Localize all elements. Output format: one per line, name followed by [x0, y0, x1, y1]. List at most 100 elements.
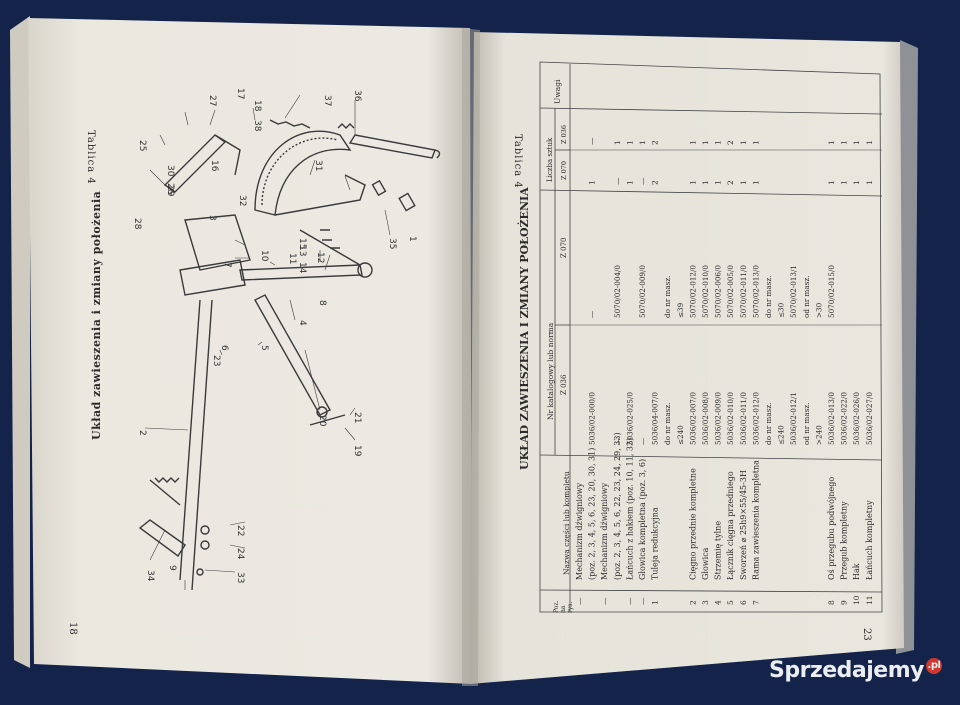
bolts	[320, 229, 340, 249]
callout-11: 11	[287, 253, 297, 264]
row-0-pos: —	[575, 597, 584, 605]
left-page-number: 18	[67, 622, 78, 635]
row-4-qty-z036: 1	[625, 140, 634, 145]
row-9-name: Cięgno przednie kompletne	[688, 468, 697, 580]
table-frame	[539, 61, 883, 613]
callout-8: 8	[317, 300, 327, 306]
header-name: Nazwa części lub kompletu	[562, 471, 571, 575]
small-pin	[309, 414, 346, 426]
header-catalog: Nr katalogowy lub norma	[546, 322, 555, 420]
row-14-qty-z036: 1	[751, 140, 760, 145]
row-15-catalog-z036: do nr masz.	[764, 403, 773, 445]
row-21-name: Przegub kompletny	[840, 501, 849, 580]
row-1-qty-z036: —	[588, 137, 597, 145]
row-12-pos: 5	[726, 600, 735, 605]
callout-29: 29	[165, 185, 175, 197]
vertical-rod-right	[191, 299, 213, 591]
vertical-rod-left	[179, 299, 201, 581]
callout-31: 31	[313, 160, 323, 171]
callout-34: 34	[145, 570, 155, 582]
row-22-qty-z070: 1	[852, 180, 861, 185]
pin-1	[398, 192, 416, 212]
row-7-catalog-z036: do nr masz.	[663, 403, 672, 445]
top-link	[163, 134, 227, 193]
row-20-qty-z036: 1	[827, 140, 836, 145]
callout-17: 17	[235, 88, 245, 99]
row-13-name: Sworzeń ⌀ 25h9×55/45-3H	[739, 470, 748, 580]
callout-33: 33	[235, 572, 245, 583]
row-12-qty-z036: 2	[726, 140, 735, 145]
row-12-name: Łącznik cięgna przedniego	[726, 471, 735, 580]
row-6-name: Tuleja redukcyjna	[651, 507, 660, 580]
arm-pivot	[316, 406, 328, 418]
left-table-ref: Tablica 4	[85, 130, 96, 185]
central-frame	[184, 214, 251, 271]
callout-30: 30	[165, 165, 175, 177]
row-14-catalog-z070: 5070/02-013/0	[751, 265, 760, 318]
row-21-qty-z070: 1	[840, 180, 849, 185]
row-22-pos: 10	[852, 595, 861, 605]
row-12-catalog-z036: 5036/02-010/0	[726, 392, 735, 445]
leader-lines	[144, 94, 391, 590]
sprzedajemy-watermark: Sprzedajemy.pl	[769, 658, 942, 683]
row-11-qty-z070: 1	[714, 180, 723, 185]
row-22-catalog-z036: 5036/02-026/0	[852, 392, 861, 445]
row-14-qty-z070: 1	[751, 180, 760, 185]
row-12-qty-z070: 2	[726, 180, 735, 185]
sep-name	[539, 454, 883, 461]
horizontal-link	[239, 264, 363, 281]
row-15-catalog-z070: do nr masz.	[764, 276, 773, 318]
row-11-catalog-z070: 5070/02-006/0	[714, 265, 723, 318]
row-18-catalog-z070: od nr masz.	[802, 276, 811, 318]
right-page-number: 23	[861, 628, 872, 641]
header-catalog-z036: Z 036	[560, 374, 568, 395]
callout-32: 32	[237, 195, 247, 206]
row-1-catalog-z036: 5036/02-000/0	[588, 392, 597, 445]
row-5-qty-z036: 1	[638, 140, 647, 145]
lower-link	[138, 519, 186, 558]
row-9-qty-z070: 1	[688, 180, 697, 185]
suspension-drawing	[138, 94, 441, 591]
row-1-name: (poz. 2, 3, 4, 5, 6, 23, 20, 30, 31)	[588, 448, 597, 580]
hook	[434, 149, 441, 159]
callout-23: 23	[211, 355, 221, 366]
washer-3	[196, 568, 204, 576]
row-9-qty-z036: 1	[688, 140, 697, 145]
header-catalog-z070: Z 070	[560, 237, 568, 258]
callout-37: 37	[322, 95, 332, 106]
row-19-catalog-z070: >30	[814, 302, 823, 318]
row-11-pos: 4	[714, 600, 723, 605]
row-13-qty-z036: 1	[739, 140, 748, 145]
table-text: — Mechanizm dźwigniowy (poz. 2, 3, 4, 5, 6…	[575, 137, 874, 605]
callout-18: 18	[252, 100, 262, 112]
callout-15: 15	[297, 238, 307, 249]
top-bracket	[214, 134, 241, 176]
gutter-shadow	[462, 28, 480, 686]
row-3-name: (poz. 2, 3, 4, 5, 6, 22, 23, 24, 29, 33)	[613, 432, 622, 580]
upper-spring	[337, 123, 355, 129]
row-9-pos: 2	[688, 600, 697, 605]
row-4-name: Łańcuch z hakiem (poz. 10, 11, 32)	[625, 438, 634, 580]
callout-12: 12	[315, 252, 325, 263]
diagonal-arm	[254, 294, 331, 416]
row-9-catalog-z070: 5070/02-012/0	[688, 265, 697, 318]
row-5-qty-z070: —	[638, 177, 647, 185]
callout-19: 19	[352, 445, 362, 457]
row-17-catalog-z036: 5036/02-012/1	[789, 392, 798, 445]
row-0-name: Mechanizm dźwigniowy	[575, 482, 584, 580]
right-table-ref: Tablica 4	[512, 134, 523, 189]
row-8-catalog-z036: ≤240	[676, 425, 685, 445]
callout-25: 25	[137, 140, 147, 151]
row-10-catalog-z070: 5070/02-010/0	[701, 265, 710, 318]
row-22-qty-z036: 1	[852, 140, 861, 145]
row-20-catalog-z070: 5070/02-015/0	[827, 265, 836, 318]
left-page-edges	[10, 16, 30, 668]
callout-22: 22	[235, 525, 245, 536]
row-23-catalog-z036: 5036/02-027/0	[865, 392, 874, 445]
row-3-catalog-z036: —	[613, 438, 622, 445]
row-2-pos: —	[600, 597, 609, 605]
sep-pos	[539, 589, 883, 593]
callout-20: 20	[317, 415, 327, 427]
callout-9: 9	[167, 565, 177, 571]
